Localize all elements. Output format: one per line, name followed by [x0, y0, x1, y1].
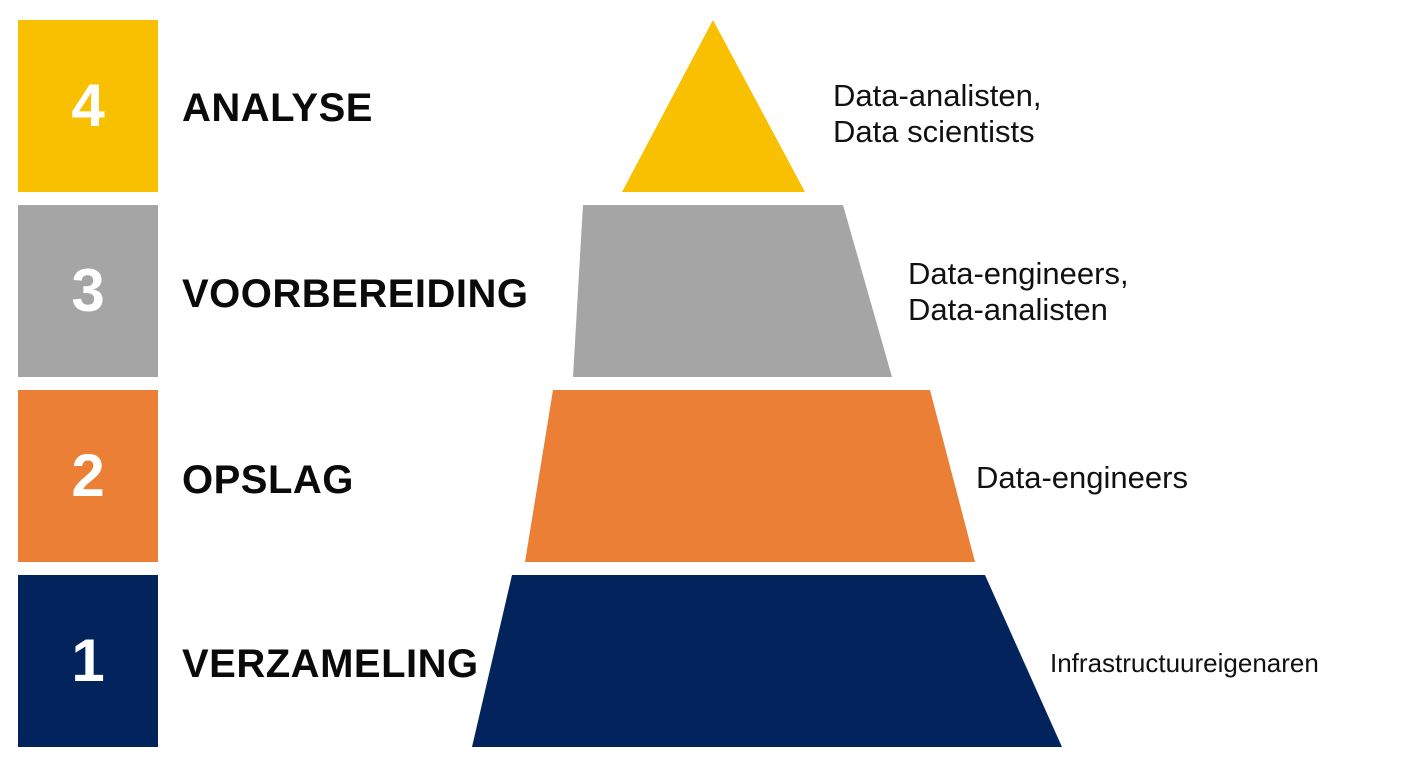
level-2-roles: Data-engineers — [976, 460, 1188, 496]
level-3-roles: Data-engineers, Data-analisten — [908, 256, 1129, 328]
level-1-roles: Infrastructuureigenaren — [1050, 645, 1319, 681]
level-1-stage-label: VERZAMELING — [182, 642, 479, 686]
level-1-role-1: Infrastructuureigenaren — [1050, 648, 1319, 678]
level-4-role-2: Data scientists — [833, 114, 1035, 149]
level-3-role-2: Data-analisten — [908, 292, 1108, 327]
level-4-roles: Data-analisten, Data scientists — [833, 78, 1042, 150]
level-1-number-box: 1 — [18, 575, 158, 747]
level-3-number-box: 3 — [18, 205, 158, 377]
level-4-number: 4 — [71, 72, 105, 139]
level-2-role-1: Data-engineers — [976, 460, 1188, 495]
level-3-number: 3 — [71, 257, 105, 324]
level-2-stage-label: OPSLAG — [182, 458, 354, 502]
level-3-stage-label: VOORBEREIDING — [182, 272, 529, 316]
level-2-number-box: 2 — [18, 390, 158, 562]
pyramid-level-2 — [525, 390, 975, 562]
pyramid-level-3 — [573, 205, 892, 377]
level-2-number: 2 — [71, 442, 105, 509]
level-1-number: 1 — [71, 627, 105, 694]
level-3-role-1: Data-engineers, — [908, 256, 1129, 291]
level-4-role-1: Data-analisten, — [833, 78, 1042, 113]
level-4-number-box: 4 — [18, 20, 158, 192]
pyramid-level-4 — [622, 20, 805, 192]
level-4-stage-label: ANALYSE — [182, 86, 373, 130]
pyramid-level-1 — [472, 575, 1062, 747]
